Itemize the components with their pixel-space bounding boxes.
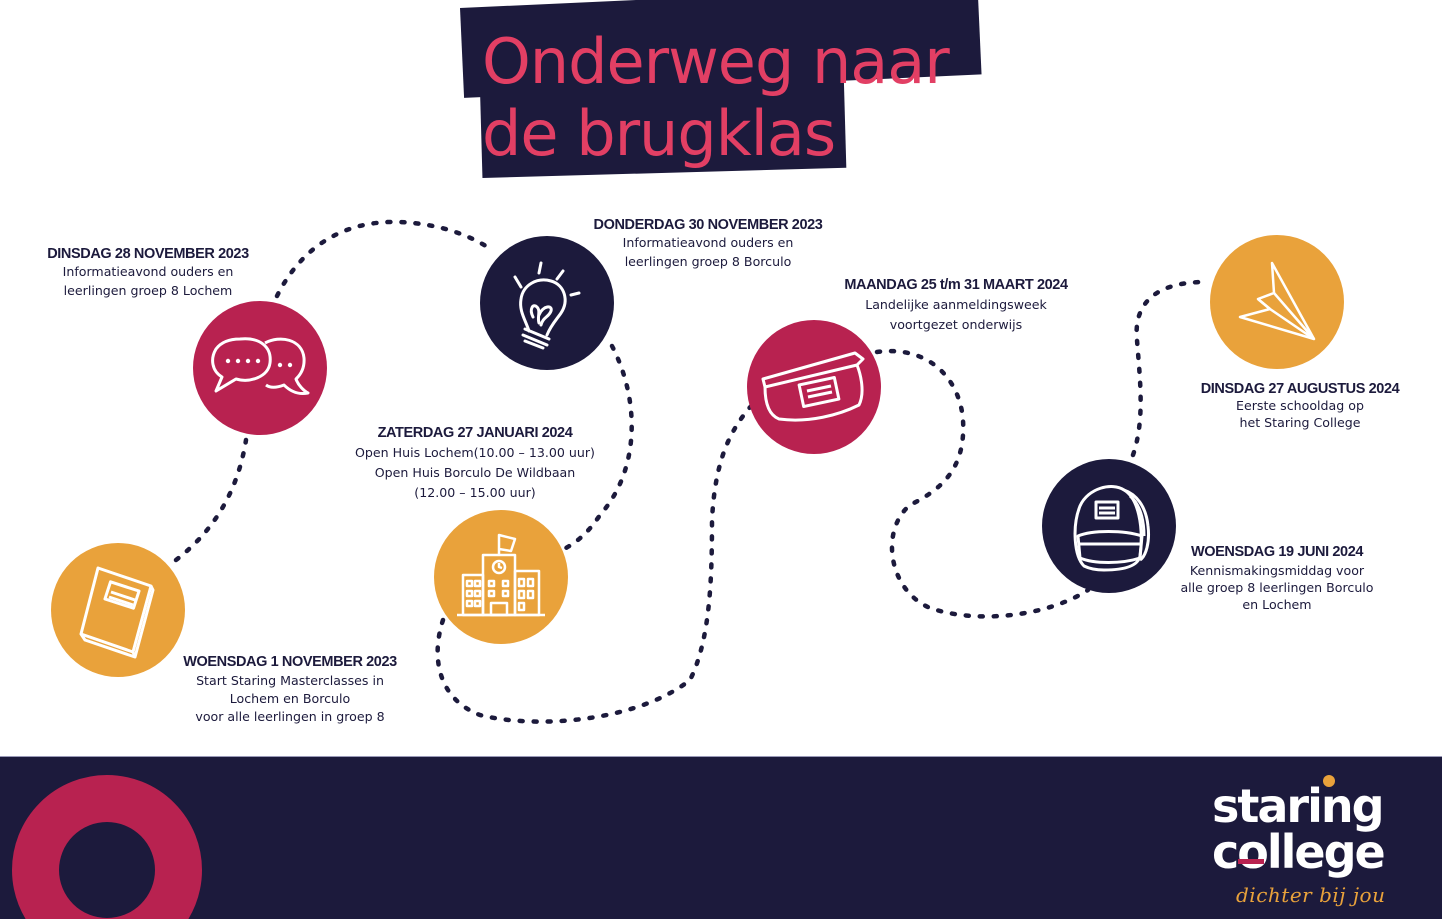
event-4: ZATERDAG 27 JANUARI 2024 Open Huis Loche…	[344, 425, 606, 503]
event-7: DINSDAG 27 AUGUSTUS 2024 Eerste schoolda…	[1180, 381, 1420, 431]
school-building-icon	[457, 533, 545, 617]
event-date: DONDERDAG 30 NOVEMBER 2023	[593, 217, 823, 233]
lightbulb-icon	[513, 261, 581, 350]
event-icon-circle-paper-plane	[1210, 235, 1344, 369]
decorative-ring	[12, 775, 202, 919]
logo-accent-bar	[1238, 859, 1264, 864]
event-description: Landelijke aanmeldingsweek voortgezet on…	[865, 297, 1047, 332]
event-icon-circle-speech	[193, 301, 327, 435]
paper-plane-icon	[1238, 261, 1316, 341]
event-6: WOENSDAG 19 JUNI 2024 Kennismakingsmidda…	[1166, 544, 1388, 613]
event-date: WOENSDAG 19 JUNI 2024	[1190, 544, 1364, 560]
event-description: Informatieavond ouders en leerlingen gro…	[62, 264, 234, 298]
timeline-dotted-path	[173, 219, 1208, 724]
event-3: DONDERDAG 30 NOVEMBER 2023 Informatieavo…	[576, 217, 840, 271]
book-icon	[79, 566, 155, 659]
event-description: Eerste schooldag op het Staring College	[1236, 398, 1364, 430]
event-description: Open Huis Lochem(10.00 – 13.00 uur) Open…	[355, 445, 595, 500]
title-line-2: de brugklas	[482, 97, 836, 170]
staring-college-logo: staring college dichter bij jou	[1212, 775, 1412, 915]
event-icon-circle-book	[51, 543, 185, 677]
event-2: DINSDAG 28 NOVEMBER 2023 Informatieavond…	[18, 246, 278, 300]
event-description: Kennismakingsmiddag voor alle groep 8 le…	[1180, 563, 1374, 612]
title-line-1: Onderweg naar	[482, 25, 950, 98]
event-5: MAANDAG 25 t/m 31 MAART 2024 Landelijke …	[820, 277, 1092, 335]
page-title: Onderweg naar de brugklas	[482, 25, 950, 170]
event-date: WOENSDAG 1 NOVEMBER 2023	[183, 654, 397, 670]
event-date: DINSDAG 27 AUGUSTUS 2024	[1200, 381, 1400, 397]
logo-line-2: college	[1212, 825, 1386, 879]
pencil-case-icon	[761, 351, 865, 422]
event-date: ZATERDAG 27 JANUARI 2024	[377, 425, 573, 441]
backpack-icon	[1073, 485, 1150, 572]
event-1: WOENSDAG 1 NOVEMBER 2023 Start Staring M…	[160, 654, 420, 726]
event-icon-circle-pencil-case	[747, 320, 881, 454]
event-description: Start Staring Masterclasses in Lochem en…	[195, 673, 385, 724]
logo-i-dot	[1323, 775, 1335, 787]
footer-band: staring college dichter bij jou	[0, 756, 1442, 919]
event-icon-circle-backpack	[1042, 459, 1176, 593]
speech-bubbles-icon	[211, 337, 310, 395]
event-description: Informatieavond ouders en leerlingen gro…	[622, 235, 794, 269]
event-date: DINSDAG 28 NOVEMBER 2023	[47, 246, 249, 262]
event-icon-circle-lightbulb	[480, 236, 614, 370]
event-date: MAANDAG 25 t/m 31 MAART 2024	[844, 277, 1068, 293]
event-icon-circle-school	[434, 510, 568, 644]
logo-tagline: dichter bij jou	[1236, 883, 1386, 907]
logo-line-1: staring	[1212, 779, 1385, 833]
